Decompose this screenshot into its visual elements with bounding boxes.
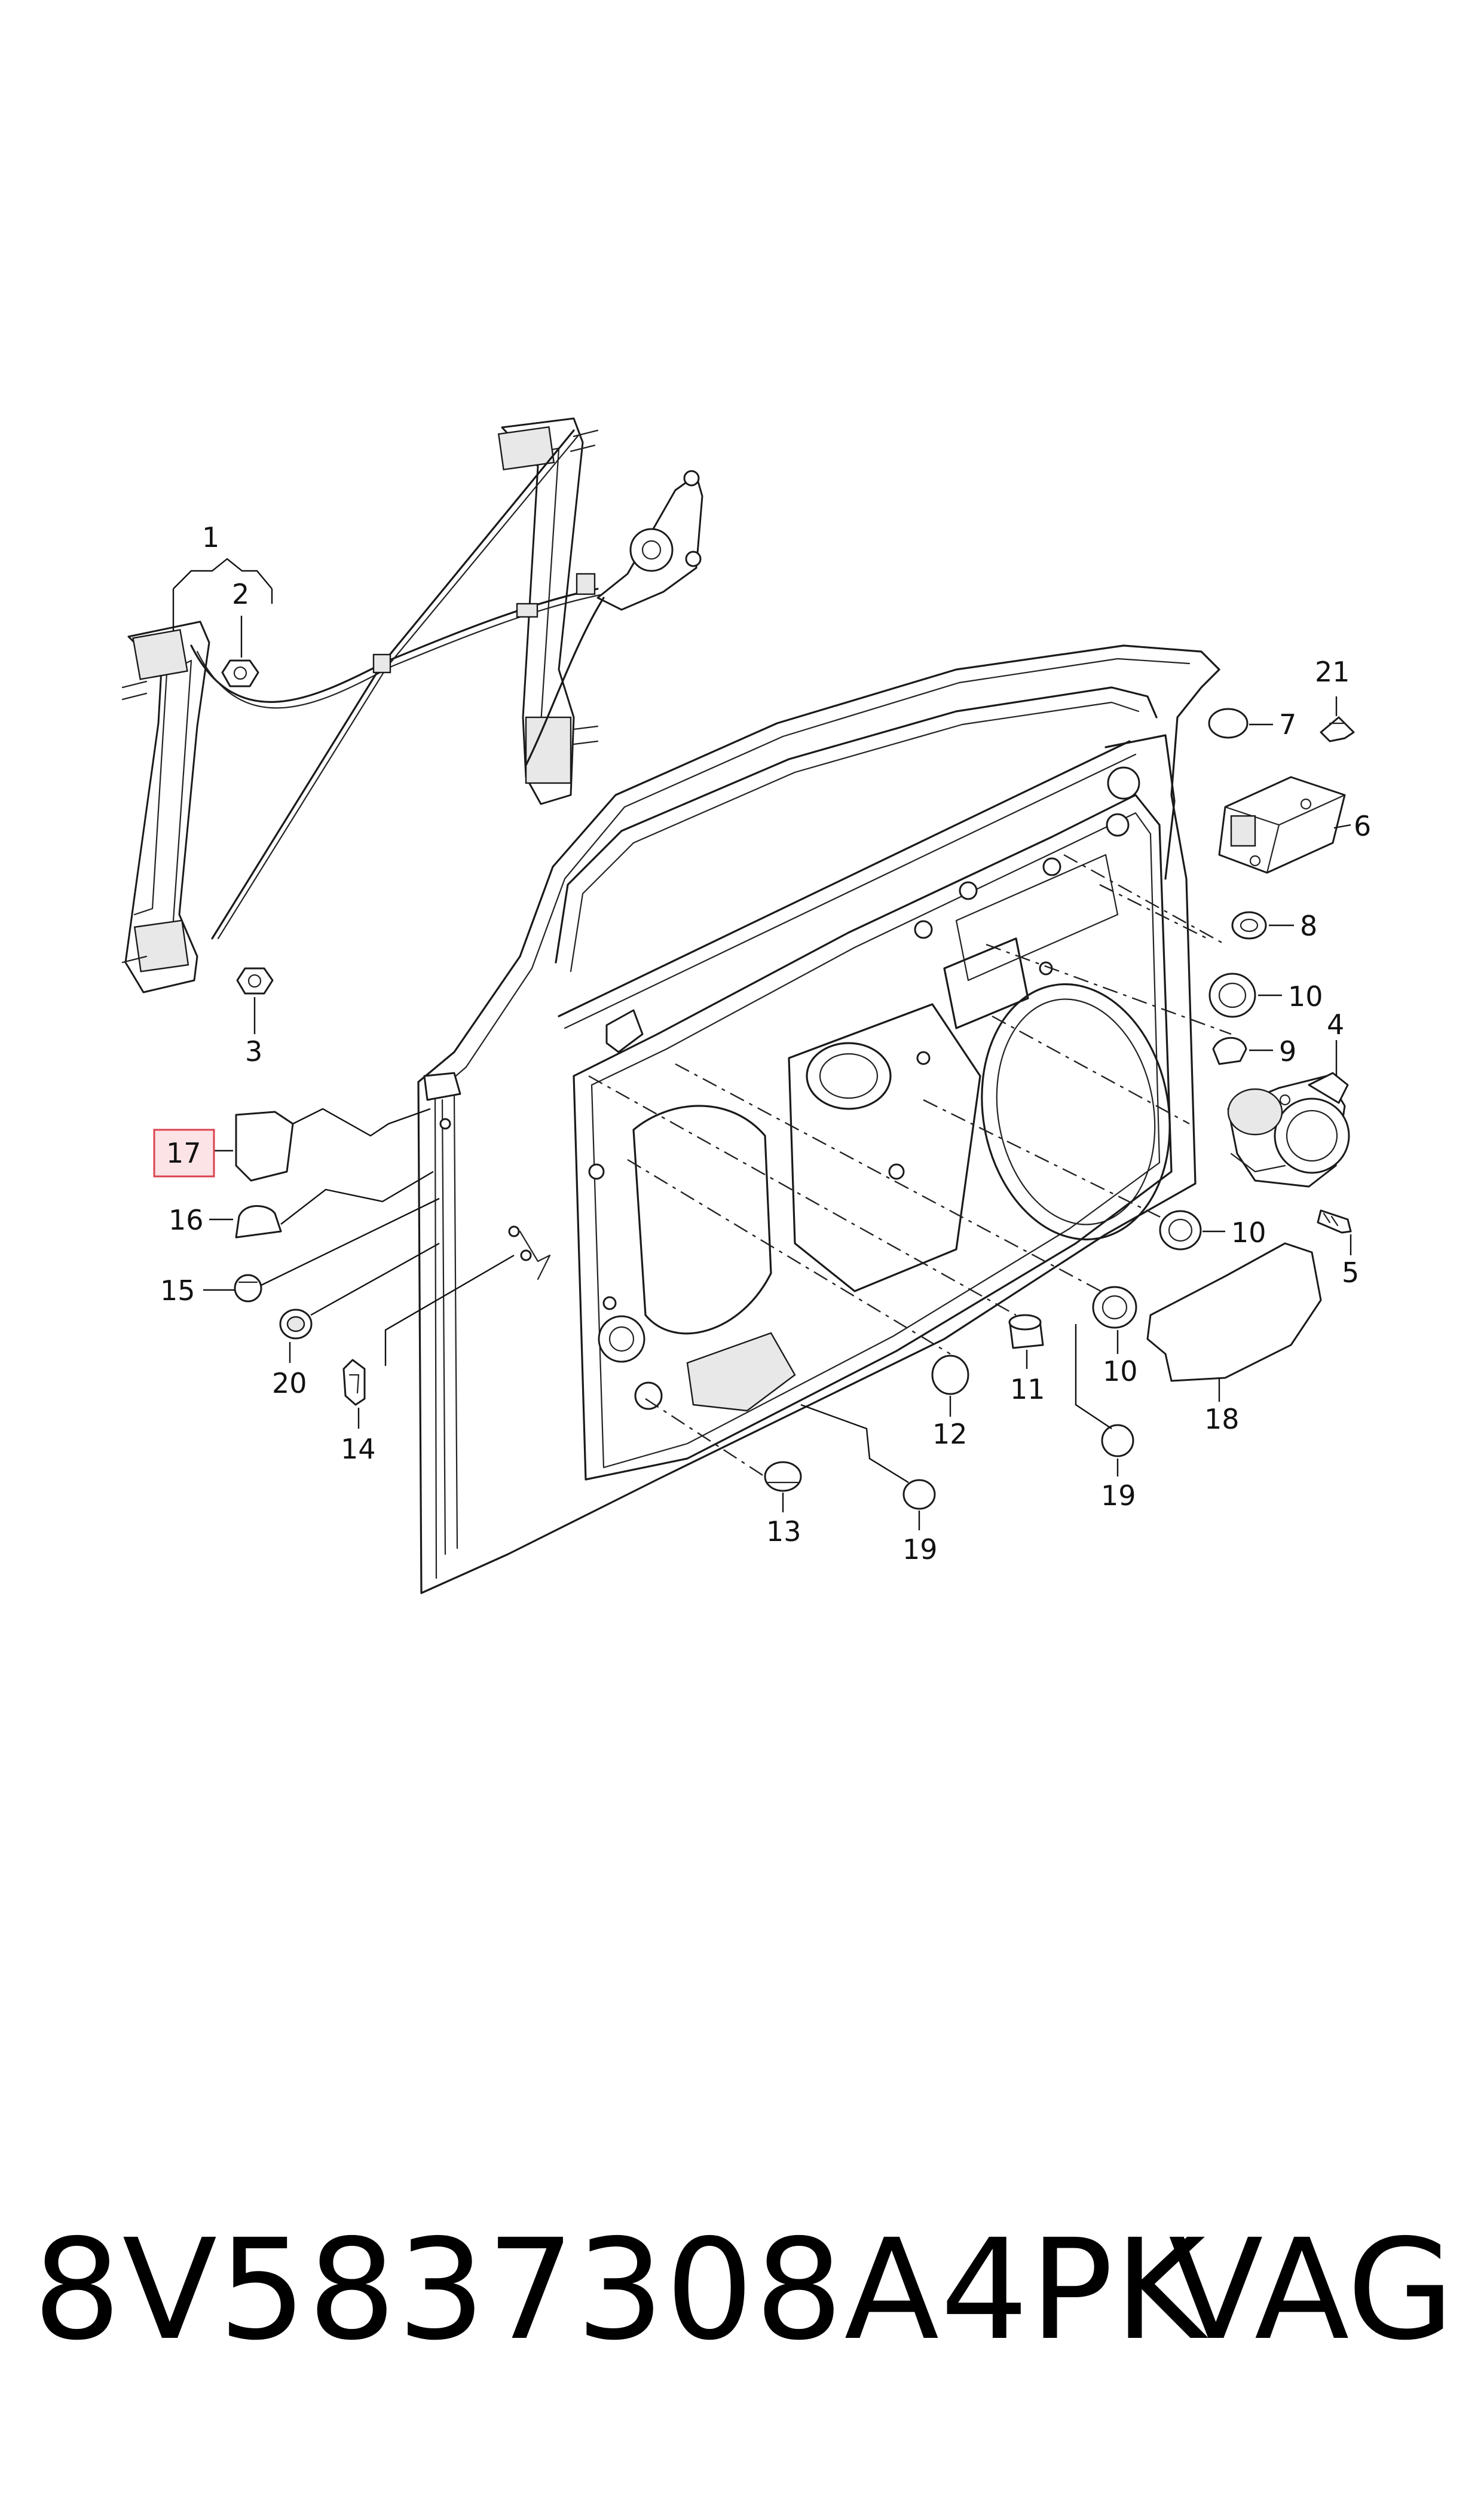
callout-20: 20: [272, 1367, 307, 1399]
grommet-10-lower: [1092, 1286, 1137, 1329]
callout-17-highlight: [153, 1129, 215, 1178]
grommet-20: [279, 1309, 313, 1340]
foil-18: [1146, 1242, 1322, 1382]
callout-16: 16: [169, 1204, 204, 1236]
callout-5: 5: [1342, 1257, 1359, 1289]
callout-19-right: 19: [1101, 1479, 1136, 1512]
callout-21: 21: [1315, 656, 1350, 688]
callout-7: 7: [1279, 708, 1296, 741]
callout-6: 6: [1354, 810, 1371, 842]
callout-1: 1: [202, 521, 219, 554]
callout-numbers: 1 2 3 21 7 6 8 10 9 4 10 5 10 18 11 12 1…: [160, 521, 1371, 1566]
callout-10-middle: 10: [1231, 1216, 1266, 1249]
ring-8: [1231, 911, 1267, 940]
cover-16: [235, 1205, 282, 1239]
grommet-10-middle: [1159, 1210, 1202, 1251]
callout-10-upper: 10: [1288, 980, 1323, 1013]
brand-label: VAG: [1168, 2209, 1455, 2371]
cap-19-right: [1101, 1424, 1134, 1457]
callout-15: 15: [160, 1274, 195, 1307]
plug-11: [1008, 1314, 1044, 1349]
window-regulator: [121, 417, 703, 993]
callout-18: 18: [1204, 1403, 1240, 1435]
control-unit-6: [1218, 776, 1346, 874]
callout-13: 13: [766, 1515, 801, 1548]
callout-4: 4: [1327, 1008, 1344, 1041]
nut-3: [236, 967, 274, 995]
callout-11: 11: [1010, 1373, 1045, 1405]
window-motor-4: [1227, 1072, 1350, 1188]
callout-17: 17: [166, 1137, 201, 1169]
leader-lines: [172, 558, 1352, 1530]
callout-9: 9: [1279, 1035, 1296, 1068]
cap-12: [931, 1355, 969, 1395]
clip-9: [1212, 1037, 1247, 1065]
plug-7: [1208, 708, 1249, 739]
callout-12: 12: [932, 1418, 968, 1450]
callout-8: 8: [1300, 910, 1317, 942]
callout-19-bottom: 19: [902, 1533, 938, 1566]
callout-10-lower: 10: [1103, 1355, 1138, 1387]
cap-19-bottom: [902, 1479, 936, 1510]
screw-5: [1317, 1209, 1352, 1234]
nut-2: [221, 659, 259, 687]
door-inner-panel: [417, 644, 1220, 1594]
callout-2: 2: [232, 578, 249, 610]
clip-14: [342, 1359, 366, 1406]
callout-14: 14: [341, 1433, 376, 1465]
grommet-10-upper: [1208, 973, 1256, 1018]
cap-17: [235, 1111, 294, 1182]
callout-3: 3: [245, 1035, 262, 1068]
clip-21: [1320, 716, 1355, 742]
cap-13: [764, 1461, 802, 1492]
assembly-lines: [588, 854, 1232, 1490]
plug-15: [234, 1274, 262, 1303]
part-number-label: 8V5837308A4PK: [33, 2209, 1207, 2371]
